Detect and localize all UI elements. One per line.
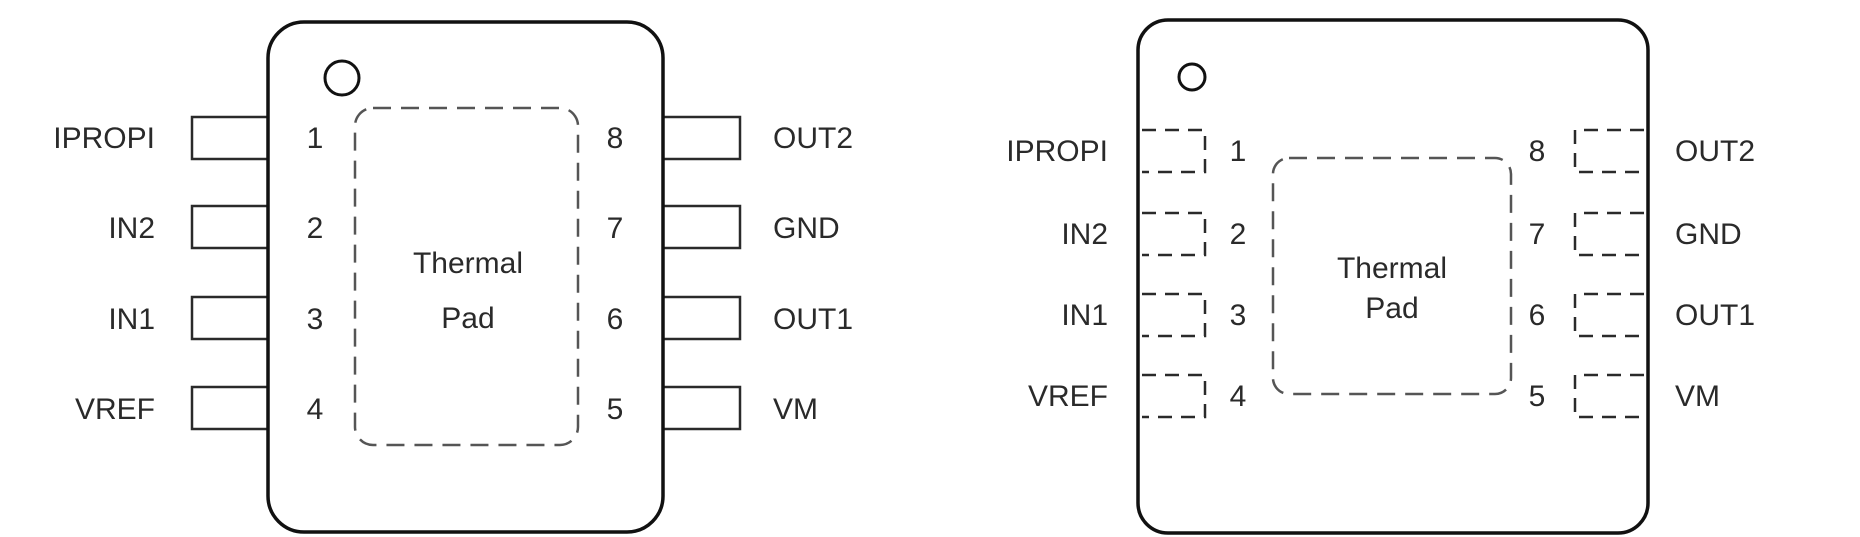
pin-pad-7 [1573,211,1644,257]
pin-label: VM [773,393,818,426]
pin-number: 3 [307,303,324,336]
pin-lead-4 [190,385,274,431]
pin-lead-7 [648,204,742,250]
pin-label: VREF [75,393,155,426]
pin-pad-8 [1573,128,1644,174]
pin-label: IN1 [1061,299,1108,332]
pin-number: 4 [1230,380,1247,413]
package-body [1136,18,1650,535]
pin-pad-1 [1142,128,1207,174]
pin-pad-3 [1142,292,1207,338]
wson8-package: Thermal Pad IPROPI IN2 IN1 VREF 1 2 3 4 … [1006,18,1755,535]
pin-label: GND [773,212,840,245]
pin-label: OUT2 [773,122,853,155]
pin-number: 8 [1529,135,1546,168]
pin-label: IPROPI [53,122,155,155]
pin-pad-4 [1142,373,1207,419]
pin-number: 6 [1529,299,1546,332]
pin-number: 7 [607,212,624,245]
pin-label: VREF [1028,380,1108,413]
soic8-package: Thermal Pad IPROPI IN2 IN1 VREF 1 2 3 4 … [53,20,853,534]
thermal-pad-label: Thermal [413,247,523,280]
pin-label: OUT1 [773,303,853,336]
pin-label: IN1 [108,303,155,336]
thermal-pad [1271,156,1513,396]
pin-number: 7 [1529,218,1546,251]
pin-pad-5 [1573,373,1644,419]
pin-lead-5 [648,385,742,431]
pin-number: 4 [307,393,324,426]
pin-label: OUT2 [1675,135,1755,168]
package-body [266,20,665,534]
pin-number: 1 [1230,135,1247,168]
pin1-marker-icon [323,59,361,97]
pin-lead-6 [648,295,742,341]
pin-number: 5 [1529,380,1546,413]
pin-label: IN2 [108,212,155,245]
pin1-marker-icon [1177,62,1207,92]
pin-number: 2 [1230,218,1247,251]
thermal-pad [353,106,580,447]
pin-number: 5 [607,393,624,426]
pin-label: OUT1 [1675,299,1755,332]
pin-label: GND [1675,218,1742,251]
thermal-pad-label: Thermal [1337,252,1447,285]
pin-pad-6 [1573,292,1644,338]
pin-label: VM [1675,380,1720,413]
pin-number: 6 [607,303,624,336]
pin-label: IN2 [1061,218,1108,251]
pin-number: 8 [607,122,624,155]
pin-label: IPROPI [1006,135,1108,168]
thermal-pad-label: Pad [441,302,494,335]
pin-lead-1 [190,115,274,161]
pin-pad-2 [1142,211,1207,257]
pin-lead-3 [190,295,274,341]
pin-number: 1 [307,122,324,155]
thermal-pad-label: Pad [1365,292,1418,325]
pin-lead-2 [190,204,274,250]
pin-number: 3 [1230,299,1247,332]
pin-number: 2 [307,212,324,245]
